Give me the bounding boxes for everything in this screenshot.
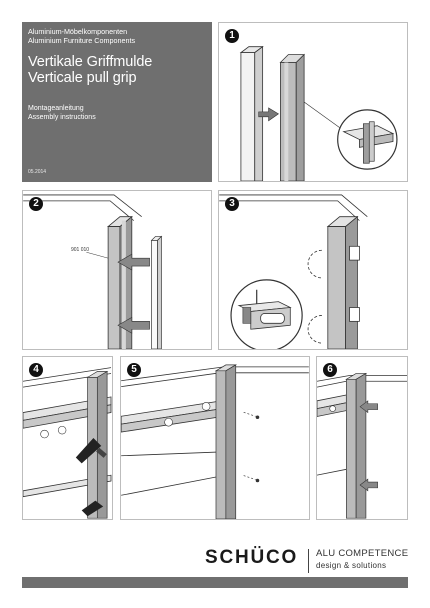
title-en: Verticale pull grip — [28, 70, 137, 86]
step-6-illustration — [317, 372, 407, 519]
part-number-label: 901 010 — [71, 247, 90, 253]
tagline-primary: ALU COMPETENCE — [316, 548, 409, 559]
date: 05.2014 — [28, 169, 47, 175]
step-4-badge: 4 — [29, 363, 43, 377]
step-5-panel: 5 — [120, 356, 310, 520]
subtitle-de: Aluminium-Möbelkomponenten — [28, 27, 128, 36]
step-6-panel: 6 — [316, 356, 408, 520]
step-6-badge: 6 — [323, 363, 337, 377]
step-2-panel: 2 901 010 — [22, 190, 212, 350]
step-1-badge: 1 — [225, 29, 239, 43]
step-3-badge: 3 — [225, 197, 239, 211]
step-4-panel: 4 — [22, 356, 113, 520]
instructions-de: Montageanleitung — [28, 105, 84, 112]
title-de: Vertikale Griffmulde — [28, 54, 153, 70]
tagline-secondary: design & solutions — [316, 561, 387, 570]
step-4-illustration — [23, 367, 112, 519]
instructions-en: Assembly instructions — [28, 114, 96, 121]
step-2-illustration — [23, 194, 163, 349]
step-5-badge: 5 — [127, 363, 141, 377]
subtitle-en: Aluminium Furniture Components — [28, 36, 136, 45]
footer-divider — [308, 549, 309, 573]
step-3-panel: 3 — [218, 190, 408, 350]
step-3-illustration — [219, 194, 368, 349]
step-2-badge: 2 — [29, 197, 43, 211]
footer-bar — [22, 577, 408, 588]
step-1-illustration — [239, 45, 398, 181]
brand-logo: SCHÜCO — [205, 547, 299, 568]
title-block: Aluminium-Möbelkomponenten Aluminium Fur… — [22, 22, 212, 182]
step-1-panel: 1 — [218, 22, 408, 182]
step-5-illustration — [121, 364, 309, 519]
